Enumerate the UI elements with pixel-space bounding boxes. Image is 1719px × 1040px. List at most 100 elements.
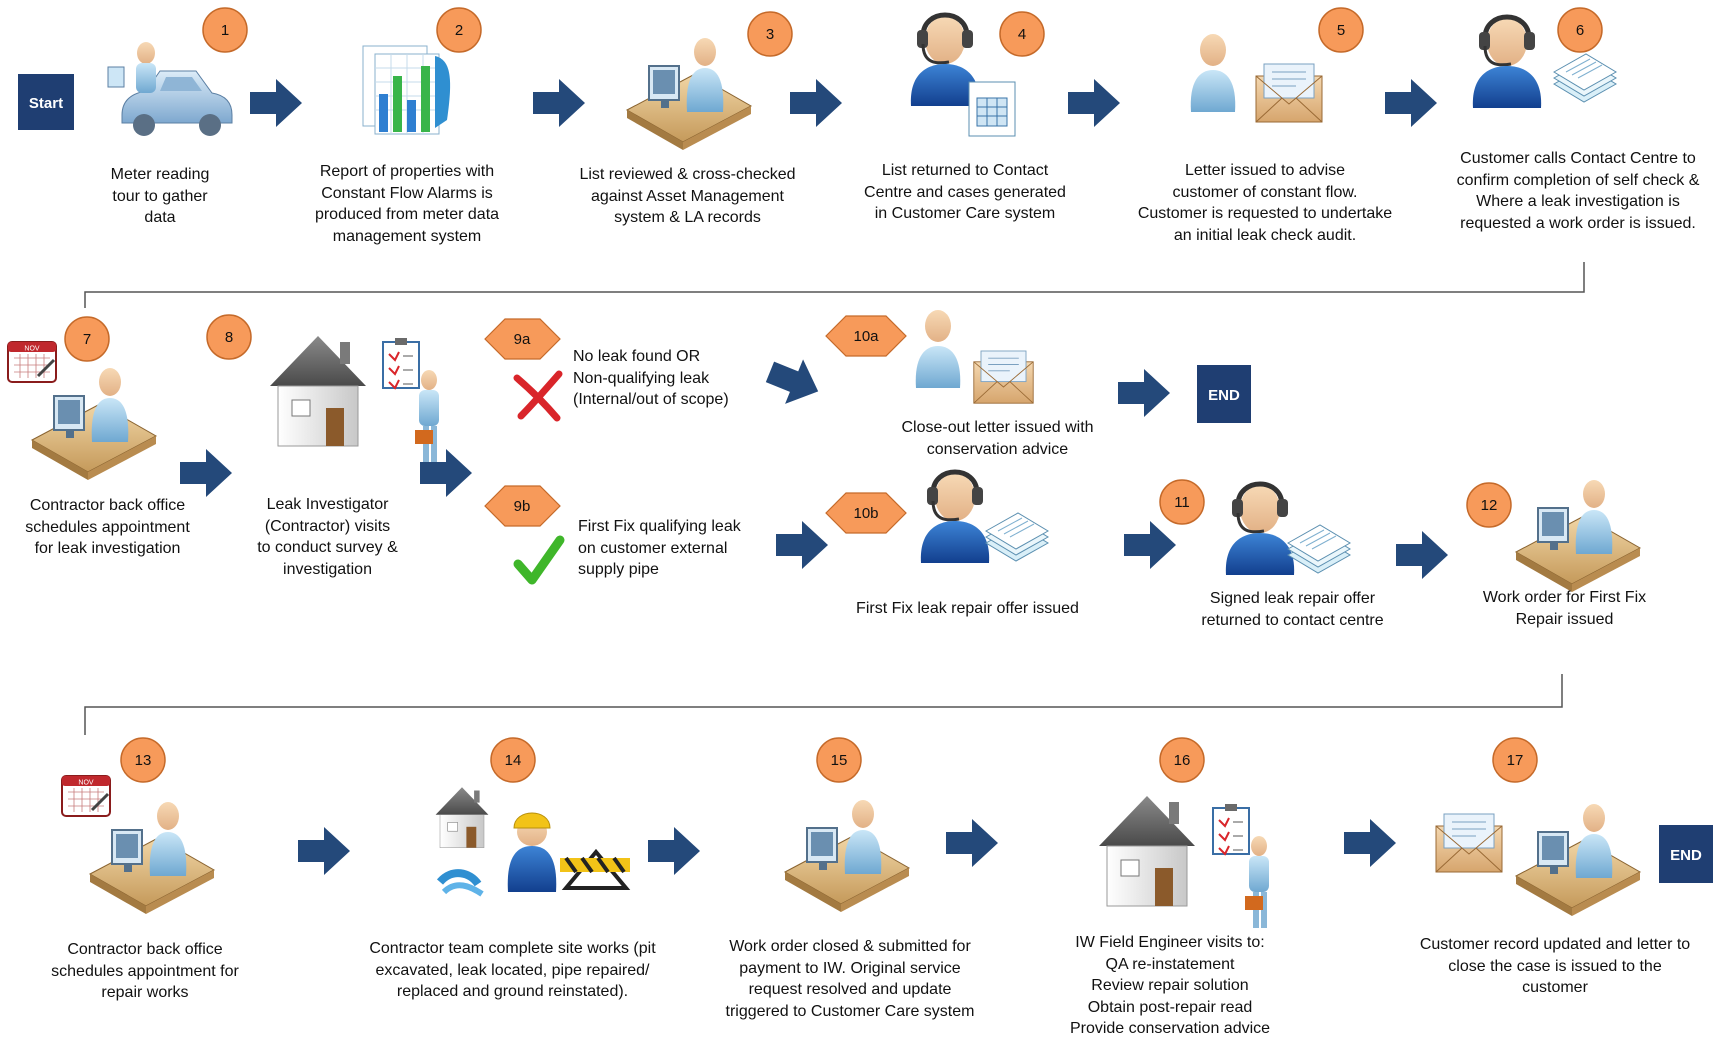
step-5-label: Letter issued to advise customer of cons… (1137, 162, 1393, 244)
end-label-top: END (1208, 387, 1240, 404)
step-11-label: Signed leak repair offer returned to con… (1201, 590, 1384, 629)
arrow-2-3 (533, 79, 585, 127)
connector-row1-row2 (84, 262, 1585, 308)
badge-number: 16 (1174, 752, 1191, 769)
step-16-label: IW Field Engineer visits to: QA re-insta… (1069, 934, 1271, 1037)
red-cross-icon (513, 370, 563, 422)
headset-agent-documents-icon-10b (921, 472, 1049, 563)
badge-number: 13 (135, 752, 152, 769)
badge-number: 8 (225, 329, 233, 346)
end-box-bottom: END (1659, 825, 1713, 883)
start-label: Start (29, 95, 63, 112)
calendar-icon-13 (60, 774, 112, 818)
badge-number: 11 (1174, 494, 1190, 511)
step-9b-label: First Fix qualifying leak on customer ex… (578, 518, 741, 578)
badge-number: 17 (1507, 752, 1524, 769)
arrow-16-17 (1344, 819, 1396, 867)
house-icon-16 (1098, 795, 1196, 907)
step-1-label: Meter reading tour to gather data (110, 166, 210, 226)
step-14-label: Contractor team complete site works (pit… (369, 940, 656, 1000)
badge-7: 7 (64, 316, 110, 362)
arrow-7-8 (180, 449, 232, 497)
step-13-label: Contractor back office schedules appoint… (51, 941, 239, 1001)
step-17-label: Customer record updated and letter to cl… (1419, 936, 1691, 996)
office-worker-icon-17 (1515, 803, 1641, 917)
badge-number: 7 (83, 331, 91, 348)
headset-agent-documents-icon-11 (1226, 484, 1351, 575)
badge-2: 2 (436, 7, 482, 53)
badge-number: 14 (505, 752, 522, 769)
construction-worker-icon (435, 786, 631, 897)
badge-14: 14 (490, 737, 536, 783)
step-10b-label: First Fix leak repair offer issued (856, 600, 1079, 617)
step-12-label: Work order for First Fix Repair issued (1482, 589, 1647, 628)
step-2-label: Report of properties with Constant Flow … (314, 163, 500, 245)
arrow-11-12 (1396, 531, 1448, 579)
badge-3: 3 (747, 11, 793, 57)
arrow-15-16 (946, 819, 998, 867)
step-6-label: Customer calls Contact Centre to confirm… (1456, 150, 1700, 232)
badge-13: 13 (120, 737, 166, 783)
badge-number: 10b (853, 505, 878, 522)
step-7-label: Contractor back office schedules appoint… (25, 497, 190, 557)
badge-10a: 10a (825, 315, 907, 357)
badge-number: 3 (766, 26, 774, 43)
badge-4: 4 (999, 11, 1045, 57)
person-envelope-icon-5 (1190, 34, 1323, 123)
office-worker-icon-15 (784, 799, 910, 913)
end-box-top: END (1197, 365, 1251, 423)
house-icon-8 (269, 335, 367, 447)
car-meter-reader-icon (107, 42, 233, 136)
step-15-label: Work order closed & submitted for paymen… (725, 938, 975, 1020)
badge-17: 17 (1492, 737, 1538, 783)
connector-row2-row3 (84, 674, 1563, 735)
badge-number: 4 (1018, 26, 1026, 43)
badge-12: 12 (1466, 482, 1512, 528)
step-8-label: Leak Investigator (Contractor) visits to… (257, 496, 398, 578)
badge-number: 10a (853, 328, 879, 345)
badge-9b: 9b (484, 485, 561, 527)
badge-number: 9a (514, 331, 531, 348)
badge-number: 15 (831, 752, 848, 769)
arrow-9b-10b (776, 521, 828, 569)
badge-8: 8 (206, 314, 252, 360)
badge-1: 1 (202, 7, 248, 53)
step-9a-label: No leak found OR Non-qualifying leak (In… (573, 348, 729, 408)
arrow-4-5 (1068, 79, 1120, 127)
headset-agent-spreadsheet-icon (911, 15, 1016, 137)
arrow-10a-end (1118, 369, 1170, 417)
step-10a-label: Close-out letter issued with conservatio… (901, 419, 1094, 458)
calendar-icon-7 (6, 340, 58, 384)
badge-11: 11 (1159, 479, 1205, 525)
badge-15: 15 (816, 737, 862, 783)
badge-number: 5 (1337, 22, 1345, 39)
end-label-bottom: END (1670, 847, 1702, 864)
office-worker-icon-12 (1515, 479, 1641, 593)
arrow-1-2 (250, 79, 302, 127)
badge-6: 6 (1557, 7, 1603, 53)
badge-number: 9b (514, 498, 531, 515)
arrow-3-4 (790, 79, 842, 127)
green-check-icon (513, 535, 565, 585)
envelope-icon-17 (1435, 813, 1503, 873)
bar-chart-report-icon (362, 45, 451, 135)
badge-10b: 10b (825, 492, 907, 534)
badge-number: 1 (221, 22, 229, 39)
office-worker-icon-7 (31, 367, 157, 481)
office-worker-icon-13 (89, 801, 215, 915)
badge-16: 16 (1159, 737, 1205, 783)
badge-number: 6 (1576, 22, 1584, 39)
arrow-13-14 (298, 827, 350, 875)
start-box: Start (18, 74, 74, 130)
badge-number: 12 (1481, 497, 1498, 514)
arrow-10b-11 (1124, 521, 1176, 569)
arrow-14-15 (648, 827, 700, 875)
step-3-label: List reviewed & cross-checked against As… (579, 166, 796, 226)
step-4-label: List returned to Contact Centre and case… (864, 162, 1066, 222)
badge-5: 5 (1318, 7, 1364, 53)
badge-9a: 9a (484, 318, 561, 360)
person-envelope-icon-10a (915, 310, 1034, 404)
inspector-icon-8 (382, 337, 440, 463)
